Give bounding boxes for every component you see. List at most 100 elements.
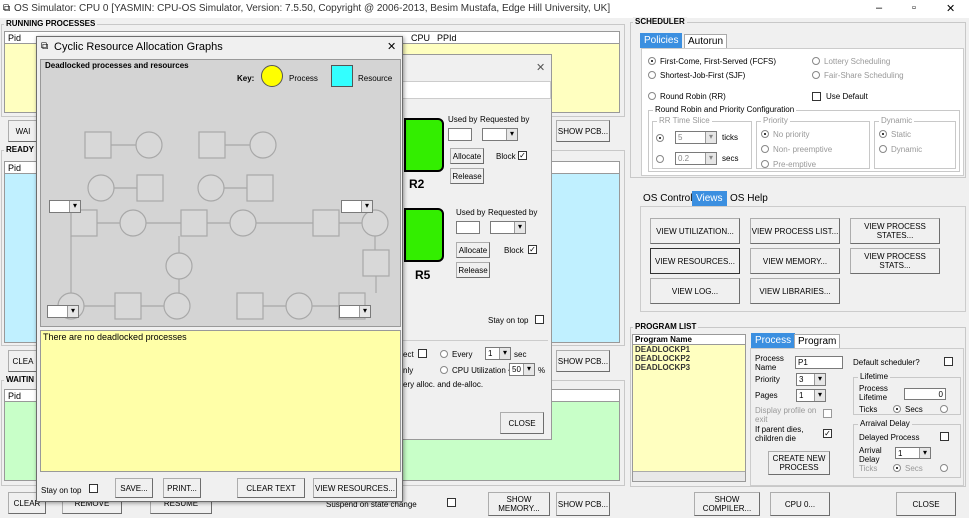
- secs-radio[interactable]: [656, 155, 664, 163]
- program-list[interactable]: Program Name DEADLOCKP1 DEADLOCKP2 DEADL…: [632, 334, 746, 482]
- display-profile-checkbox[interactable]: [823, 409, 832, 418]
- cpu-util-combo[interactable]: 50: [509, 363, 535, 376]
- lifetime-title: Lifetime: [858, 372, 891, 381]
- pages-combo[interactable]: 1: [796, 389, 826, 402]
- col-pid: Pid: [8, 33, 22, 43]
- show-compiler-button[interactable]: SHOW COMPILER...: [694, 492, 760, 516]
- program-list-group: PROGRAM LIST: [630, 322, 966, 487]
- tab-process[interactable]: Process: [751, 333, 796, 348]
- tab-program[interactable]: Program: [794, 334, 841, 349]
- program-item[interactable]: DEADLOCKP1: [635, 345, 691, 354]
- r5-used-by-input[interactable]: [456, 221, 480, 234]
- view-process-list-button[interactable]: VIEW PROCESS LIST...: [750, 218, 840, 244]
- graph-print-button[interactable]: PRINT...: [163, 478, 201, 498]
- ready-clear-button[interactable]: CLEA: [8, 350, 38, 372]
- tab-autorun[interactable]: Autorun: [684, 34, 728, 49]
- every-combo[interactable]: 1: [485, 347, 511, 360]
- tab-policies[interactable]: Policies: [640, 33, 683, 48]
- lottery-radio[interactable]: [812, 57, 820, 65]
- maximize-button[interactable]: ▫: [912, 2, 916, 14]
- r5-requested-by-combo[interactable]: [490, 221, 526, 234]
- program-item[interactable]: DEADLOCKP2: [635, 354, 691, 363]
- r5-block-checkbox[interactable]: ✓: [528, 245, 537, 254]
- no-priority-radio[interactable]: [761, 130, 769, 138]
- view-utilization-button[interactable]: VIEW UTILIZATION...: [650, 218, 740, 244]
- process-lifetime-label: Process Lifetime: [859, 384, 888, 402]
- minimize-button[interactable]: –: [876, 2, 883, 14]
- view-process-stats-button[interactable]: VIEW PROCESS STATS...: [850, 248, 940, 274]
- fair-radio[interactable]: [812, 71, 820, 79]
- r5-release-button[interactable]: Release: [456, 262, 490, 278]
- r5-block-label: Block: [504, 246, 524, 255]
- r2-allocate-button[interactable]: Allocate: [450, 148, 484, 164]
- view-resources-button[interactable]: VIEW RESOURCES...: [650, 248, 740, 274]
- graph-combo-top-left[interactable]: [49, 200, 81, 213]
- scheduler-title: SCHEDULER: [633, 17, 687, 26]
- arrival-secs-radio[interactable]: [893, 464, 901, 472]
- graph-combo-bottom-right[interactable]: [339, 305, 371, 318]
- non-preemptive-radio[interactable]: [761, 145, 769, 153]
- program-list-hscroll[interactable]: [633, 471, 745, 481]
- if-parent-dies-checkbox[interactable]: ✓: [823, 429, 832, 438]
- detect-checkbox[interactable]: [418, 349, 427, 358]
- lifetime-ticks-radio[interactable]: [940, 405, 948, 413]
- process-name-input[interactable]: P1: [795, 356, 843, 369]
- use-default-checkbox[interactable]: [812, 92, 821, 101]
- graph-stay-on-top-checkbox[interactable]: [89, 484, 98, 493]
- dynamic-radio[interactable]: [879, 145, 887, 153]
- static-radio[interactable]: [879, 130, 887, 138]
- view-log-button[interactable]: VIEW LOG...: [650, 278, 740, 304]
- running-show-pcb-button[interactable]: SHOW PCB...: [556, 120, 610, 142]
- tab-views[interactable]: Views: [692, 191, 727, 206]
- r2-release-button[interactable]: Release: [450, 168, 484, 184]
- r5-allocate-button[interactable]: Allocate: [456, 242, 490, 258]
- delayed-process-checkbox[interactable]: [940, 432, 949, 441]
- r2-used-by-input[interactable]: [448, 128, 472, 141]
- cpu-util-radio[interactable]: [440, 366, 448, 374]
- view-process-states-button[interactable]: VIEW PROCESS STATES...: [850, 218, 940, 244]
- graph-combo-top-right[interactable]: [341, 200, 373, 213]
- arrival-ticks-radio[interactable]: [940, 464, 948, 472]
- close-window-button[interactable]: ✕: [946, 3, 956, 15]
- graph-combo-bottom-left[interactable]: [47, 305, 79, 318]
- fair-label: Fair-Share Scheduling: [824, 71, 904, 80]
- arrival-combo[interactable]: 1: [895, 447, 931, 459]
- resources-close-button[interactable]: CLOSE: [500, 412, 544, 434]
- graph-save-button[interactable]: SAVE...: [115, 478, 153, 498]
- ticks-combo[interactable]: 5: [675, 131, 717, 144]
- default-scheduler-checkbox[interactable]: [944, 357, 953, 366]
- ticks-radio[interactable]: [656, 134, 664, 142]
- create-new-process-button[interactable]: CREATE NEW PROCESS: [768, 451, 830, 475]
- graph-view-resources-button[interactable]: VIEW RESOURCES...: [313, 478, 397, 498]
- resources-stay-on-top-checkbox[interactable]: [535, 315, 544, 324]
- view-libraries-button[interactable]: VIEW LIBRARIES...: [750, 278, 840, 304]
- lifetime-secs-radio[interactable]: [893, 405, 901, 413]
- wait-button[interactable]: WAI: [8, 120, 38, 142]
- tab-os-help[interactable]: OS Help: [730, 193, 768, 204]
- secs-combo[interactable]: 0.2: [675, 152, 717, 165]
- lifetime-input[interactable]: 0: [904, 388, 946, 400]
- close-button[interactable]: CLOSE: [896, 492, 956, 516]
- fcfs-radio[interactable]: [648, 57, 656, 65]
- bottom-show-pcb-button[interactable]: SHOW PCB...: [556, 492, 610, 516]
- r2-requested-by-combo[interactable]: [482, 128, 518, 141]
- graph-clear-text-button[interactable]: CLEAR TEXT: [237, 478, 305, 498]
- tab-os-control[interactable]: OS Control: [643, 193, 693, 204]
- graph-window-close-icon[interactable]: ✕: [387, 41, 397, 53]
- r2-block-checkbox[interactable]: ✓: [518, 151, 527, 160]
- non-preemptive-label: Non- preemptive: [773, 145, 833, 154]
- every-radio[interactable]: [440, 350, 448, 358]
- priority-combo[interactable]: 3: [796, 373, 826, 386]
- views-panel: [640, 206, 966, 312]
- preemptive-radio[interactable]: [761, 160, 769, 168]
- suspend-checkbox[interactable]: [447, 498, 456, 507]
- resources-close-icon[interactable]: ✕: [536, 62, 546, 74]
- view-memory-button[interactable]: VIEW MEMORY...: [750, 248, 840, 274]
- show-memory-button[interactable]: SHOW MEMORY...: [488, 492, 550, 516]
- cpu-button[interactable]: CPU 0...: [770, 492, 830, 516]
- rr-radio[interactable]: [648, 92, 656, 100]
- program-item[interactable]: DEADLOCKP3: [635, 363, 691, 372]
- deadlock-message-area[interactable]: There are no deadlocked processes: [40, 330, 401, 472]
- sjf-radio[interactable]: [648, 71, 656, 79]
- ready-show-pcb-button[interactable]: SHOW PCB...: [556, 350, 610, 372]
